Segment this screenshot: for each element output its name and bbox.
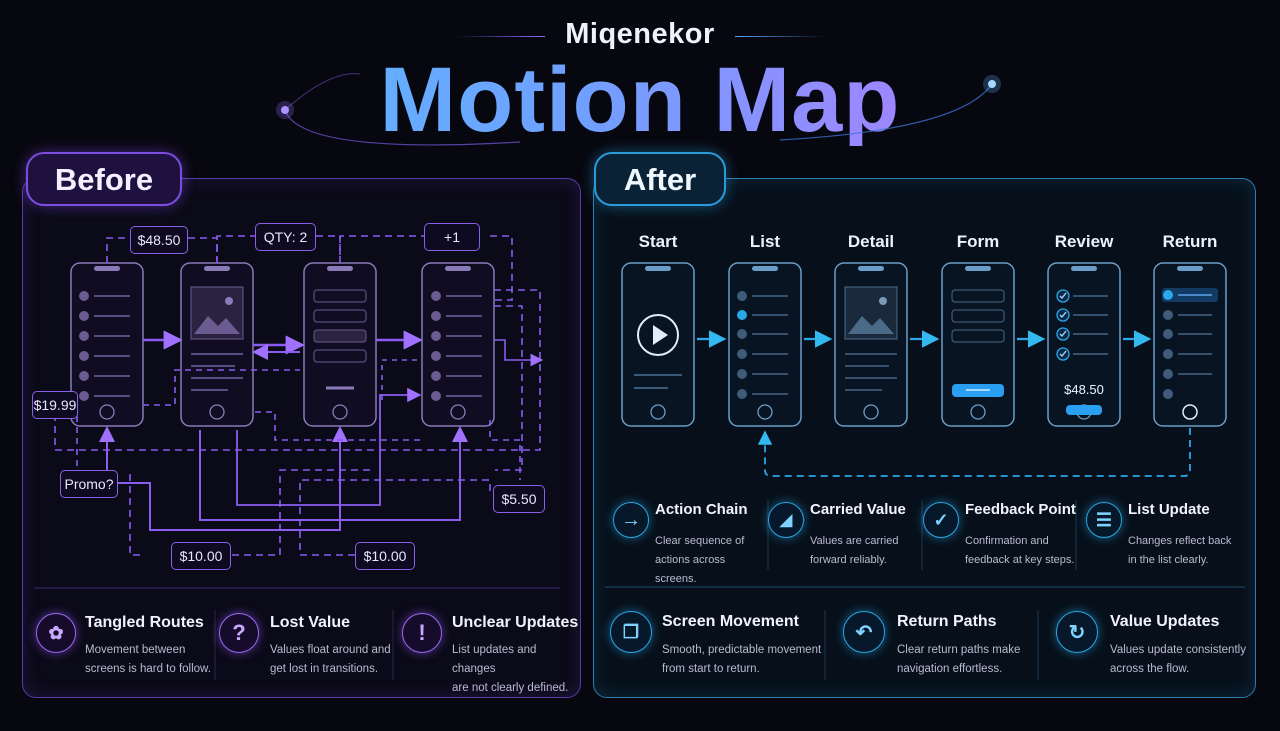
after-phone-detail — [834, 262, 908, 427]
feature-desc: Values update consistently across the fl… — [1110, 644, 1246, 675]
before-phone-list — [70, 262, 144, 427]
stage-form: Form — [956, 232, 1000, 251]
before-phone-detail — [180, 262, 254, 427]
feature-title: List Update — [1128, 501, 1210, 518]
feature-title: Return Paths — [897, 613, 997, 630]
before-label-top-price: $48.50 — [130, 226, 188, 254]
screens-icon: ❐ — [610, 611, 652, 653]
after-phone-list — [728, 262, 802, 427]
exclamation-icon: ! — [402, 613, 442, 653]
stage-start: Start — [638, 232, 678, 251]
feature-desc: Movement between screens is hard to foll… — [85, 644, 211, 675]
after-panel — [593, 178, 1256, 698]
feature-desc: Changes reflect back in the list clearly… — [1128, 535, 1232, 566]
before-phone-list-2 — [421, 262, 495, 427]
feature-desc: Smooth, predictable movement from start … — [662, 644, 822, 675]
after-phone-start — [621, 262, 695, 427]
after-flow-arrows — [697, 330, 1191, 477]
before-label-qty: QTY: 2 — [255, 223, 316, 251]
brand-line-left — [455, 36, 545, 37]
feature-title: Feedback Point — [965, 501, 1076, 518]
feature-title: Carried Value — [810, 501, 906, 518]
before-label-bottom-right: $10.00 — [355, 542, 415, 570]
review-price: $48.50 — [1064, 382, 1104, 397]
feature-title: Unclear Updates — [452, 614, 579, 631]
price-tag-icon: ◢ — [768, 502, 804, 538]
feature-title: Value Updates — [1110, 613, 1220, 630]
feature-title: Action Chain — [655, 501, 748, 518]
before-label-left-price: $19.99 — [32, 391, 78, 419]
list-icon: ☰ — [1086, 502, 1122, 538]
after-tag: After — [594, 152, 726, 206]
tangle-icon: ✿ — [36, 613, 76, 653]
feature-desc: Confirmation and feedback at key steps. — [965, 535, 1075, 566]
feature-title: Lost Value — [270, 614, 351, 631]
feature-desc: Values float around and get lost in tran… — [270, 644, 391, 675]
before-tangled-routes — [54, 235, 544, 556]
before-label-right-price: $5.50 — [493, 485, 545, 513]
stage-detail: Detail — [847, 232, 895, 251]
before-label-promo: Promo? — [60, 470, 118, 498]
before-label-plus-one: +1 — [424, 223, 480, 251]
feature-title: Screen Movement — [662, 613, 799, 630]
after-phone-form — [941, 262, 1015, 427]
feature-desc: Values are carried forward reliably. — [810, 535, 899, 566]
before-tag: Before — [26, 152, 182, 206]
feature-desc: Clear return paths make navigation effor… — [897, 644, 1021, 675]
question-icon: ? — [219, 613, 259, 653]
brand-name: Miqenekor — [565, 18, 715, 50]
feature-desc: Clear sequence of actions across screens… — [655, 535, 745, 585]
before-label-bottom-left: $10.00 — [171, 542, 231, 570]
feature-desc: List updates and changes are not clearly… — [452, 644, 569, 694]
stage-review: Review — [1054, 232, 1114, 251]
check-circle-icon: ✓ — [923, 502, 959, 538]
brand-line-right — [735, 36, 825, 37]
before-phone-form — [303, 262, 377, 427]
after-phone-return — [1153, 262, 1227, 427]
return-arrow-icon: ↶ — [843, 611, 885, 653]
refresh-icon: ↻ — [1056, 611, 1098, 653]
after-phone-review — [1047, 262, 1121, 427]
feature-title: Tangled Routes — [85, 614, 204, 631]
arrow-right-icon: → — [613, 502, 649, 538]
stage-list: List — [749, 232, 781, 251]
stage-return: Return — [1162, 232, 1218, 251]
